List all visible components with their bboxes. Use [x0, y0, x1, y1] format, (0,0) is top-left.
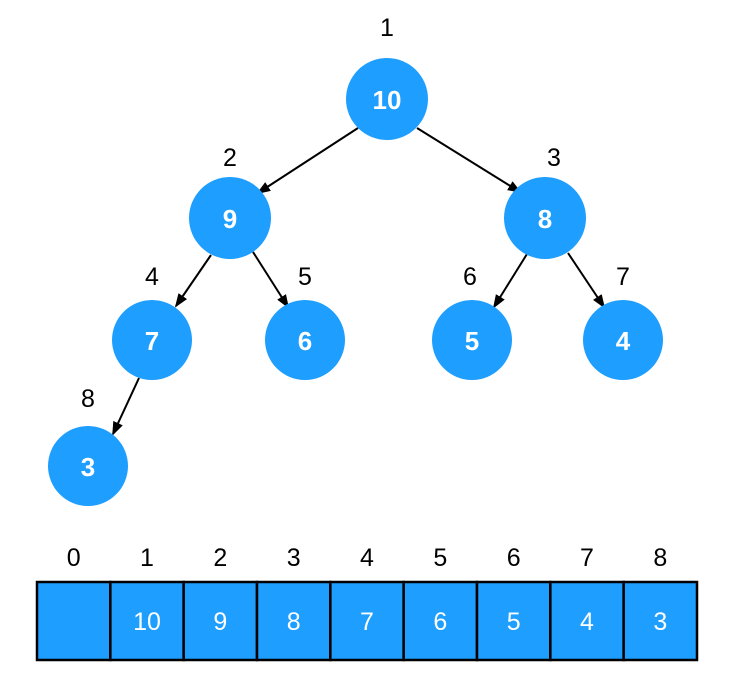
array-cell[interactable]	[109, 580, 185, 662]
array-cell-value: 7	[360, 608, 374, 636]
array-cell-value: 6	[433, 608, 447, 636]
tree-node-value: 5	[465, 326, 479, 356]
array-cell[interactable]	[255, 580, 332, 662]
tree-node[interactable]: 47	[583, 263, 663, 380]
tree-node-index-label: 8	[81, 385, 95, 413]
array-cell[interactable]	[35, 580, 112, 662]
array-cell[interactable]	[475, 580, 552, 662]
array-cell[interactable]	[402, 580, 479, 662]
tree-node[interactable]: 74	[112, 263, 192, 380]
tree-node[interactable]: 56	[432, 263, 512, 380]
tree-node-index-label: 6	[463, 263, 477, 291]
tree-node-circle[interactable]	[112, 300, 192, 380]
tree-node[interactable]: 38	[48, 385, 128, 506]
tree-node-circle[interactable]	[265, 300, 345, 380]
array-index-label: 7	[580, 544, 594, 572]
array-cell-value: 4	[580, 608, 594, 636]
tree-node-circle[interactable]	[189, 177, 271, 259]
array-index-label: 0	[67, 544, 81, 572]
tree-node-circle[interactable]	[48, 426, 128, 506]
tree-node[interactable]: 65	[265, 263, 345, 380]
tree-node-value: 6	[298, 326, 312, 356]
tree-edge-arrow	[252, 251, 290, 309]
array-index-label: 4	[360, 544, 374, 572]
tree-node-value: 4	[616, 326, 631, 356]
array-index-label: 5	[433, 544, 447, 572]
tree-node[interactable]: 92	[189, 144, 271, 259]
tree-node-circle[interactable]	[432, 300, 512, 380]
tree-node-value: 8	[538, 204, 552, 234]
tree-node-circle[interactable]	[346, 58, 428, 140]
tree-node-index-label: 2	[223, 144, 237, 172]
tree-node-circle[interactable]	[504, 177, 586, 259]
tree-edge-arrow	[256, 127, 359, 195]
tree-node-value: 10	[373, 85, 402, 115]
array-index-label: 1	[140, 544, 154, 572]
array-cell-value: 3	[653, 608, 667, 636]
tree-node-index-label: 3	[547, 144, 561, 172]
array-cell-value: 10	[133, 608, 161, 636]
array-cell[interactable]	[329, 580, 405, 662]
array-cell[interactable]	[622, 580, 699, 662]
array-cell-value: 9	[213, 608, 227, 636]
array-cell-value: 5	[507, 608, 521, 636]
tree-node-index-label: 1	[380, 14, 394, 42]
tree-edges	[112, 127, 606, 436]
tree-node-index-label: 5	[298, 263, 312, 291]
array-representation: 0 10 1 9 2 8 3 7 4 6 5 5 6 4 7 3 8	[35, 544, 699, 662]
array-index-label: 6	[507, 544, 521, 572]
tree-node-value: 3	[81, 452, 95, 482]
tree-edge-arrow	[174, 254, 212, 308]
tree-node-value: 9	[223, 204, 237, 234]
tree-edge-arrow	[112, 377, 140, 436]
tree-edge-arrow	[492, 253, 528, 309]
array-cell-value: 8	[287, 608, 301, 636]
array-index-label: 2	[213, 544, 227, 572]
tree-edge-arrow	[567, 252, 606, 309]
tree-node-index-label: 7	[616, 263, 630, 291]
array-index-label: 8	[653, 544, 667, 572]
tree-node[interactable]: 10 1	[346, 14, 428, 140]
tree-node-value: 7	[145, 326, 159, 356]
array-cell[interactable]	[182, 580, 259, 662]
tree-node-index-label: 4	[145, 263, 159, 291]
tree-edge-arrow	[416, 127, 522, 194]
tree-node[interactable]: 83	[504, 144, 586, 259]
array-index-label: 3	[287, 544, 301, 572]
tree-node-circle[interactable]	[583, 300, 663, 380]
